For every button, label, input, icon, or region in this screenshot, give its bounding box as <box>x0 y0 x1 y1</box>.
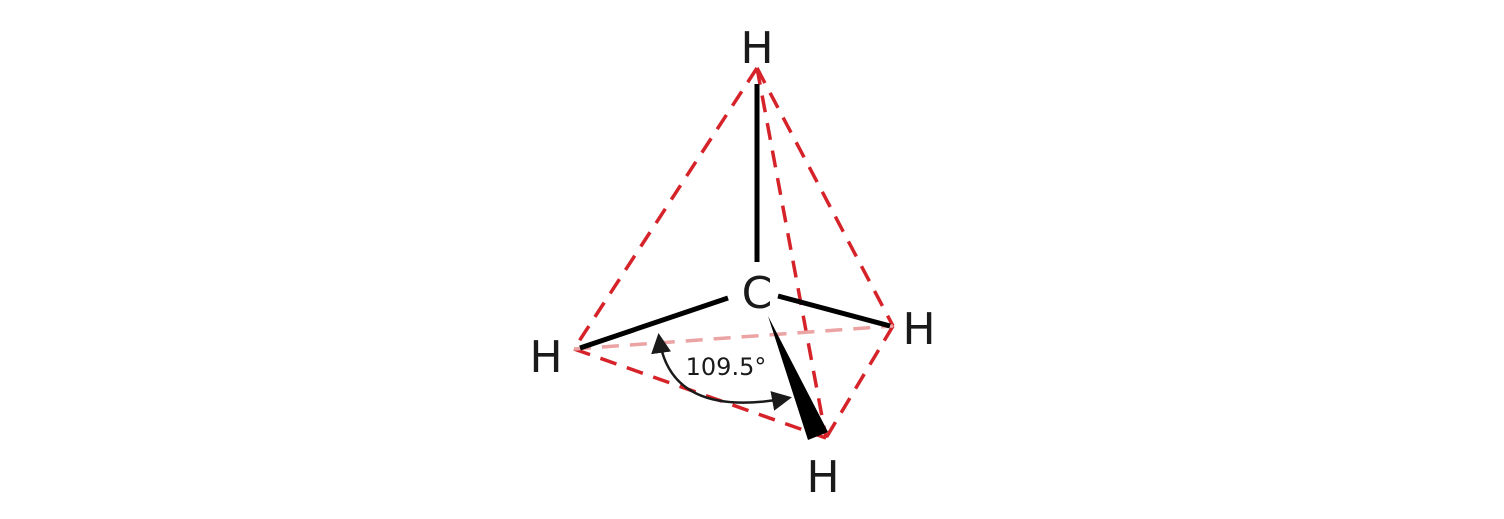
atom-c-label: C <box>742 268 773 319</box>
bond-c-h-right <box>777 293 891 329</box>
bond-angle-label: 109.5° <box>686 353 767 381</box>
atom-h-front-label: H <box>806 452 839 503</box>
bond-angle-arrow <box>651 333 792 411</box>
bond-c-h-left <box>579 295 729 351</box>
bonds <box>579 84 891 440</box>
edge-left-front <box>573 347 827 440</box>
edge-top-left <box>572 67 759 350</box>
atom-h-left-label: H <box>529 332 562 383</box>
tetrahedron-edges <box>572 67 895 440</box>
atom-h-right-label: H <box>902 304 935 355</box>
edge-top-front <box>755 67 828 439</box>
edge-right-front <box>824 325 895 439</box>
edge-top-right <box>755 67 895 327</box>
edge-left-right-hidden <box>573 324 894 351</box>
atom-h-top-label: H <box>740 23 773 74</box>
